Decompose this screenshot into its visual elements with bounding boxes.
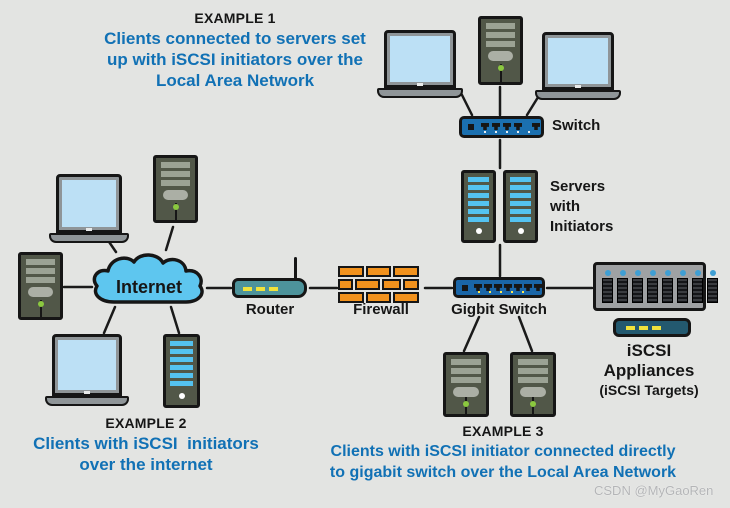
server-icon bbox=[478, 16, 523, 85]
laptop-icon bbox=[377, 30, 463, 98]
server-icon bbox=[443, 352, 489, 417]
initiator-server-icon bbox=[461, 170, 496, 243]
example3-description: Clients with iSCSI initiator connected d… bbox=[329, 443, 677, 481]
laptop-icon bbox=[535, 32, 621, 100]
switch-label: Switch bbox=[552, 117, 601, 134]
switch-icon bbox=[459, 116, 544, 138]
server-icon bbox=[18, 252, 63, 320]
iscsi-appliances-label: iSCSI Appliances bbox=[603, 341, 695, 380]
example3-title: EXAMPLE 3 bbox=[462, 423, 544, 439]
firewall-icon bbox=[338, 266, 421, 303]
example2-title: EXAMPLE 2 bbox=[105, 415, 187, 431]
internet-label: Internet bbox=[115, 277, 182, 297]
example1-caption: EXAMPLE 1 Clients connected to servers s… bbox=[55, 10, 415, 91]
laptop-icon bbox=[49, 174, 129, 243]
router-icon bbox=[232, 257, 307, 298]
internet-cloud-icon bbox=[90, 250, 208, 315]
server-icon bbox=[510, 352, 556, 417]
firewall-label: Firewall bbox=[353, 301, 409, 318]
gigbit-switch-label: Gigbit Switch bbox=[451, 301, 547, 318]
router-label: Router bbox=[245, 301, 295, 318]
example1-title: EXAMPLE 1 bbox=[194, 10, 276, 26]
gigabit-switch-icon bbox=[453, 277, 545, 298]
laptop-icon bbox=[45, 334, 129, 406]
iscsi-appliances-caption: iSCSI Appliances (iSCSI Targets) bbox=[581, 341, 717, 398]
storage-array-icon bbox=[593, 262, 718, 311]
watermark: CSDN @MyGaoRen bbox=[594, 483, 714, 498]
iscsi-targets-label: (iSCSI Targets) bbox=[599, 382, 699, 398]
servers-with-initiators-label: Servers with Initiators bbox=[550, 178, 614, 235]
iscsi-appliance-icon bbox=[613, 318, 691, 337]
example2-caption: EXAMPLE 2 Clients with iSCSI initiators … bbox=[26, 415, 266, 475]
example2-description: Clients with iSCSI initiators over the i… bbox=[33, 434, 259, 474]
example3-caption: EXAMPLE 3 Clients with iSCSI initiator c… bbox=[303, 423, 703, 483]
example1-description: Clients connected to servers set up with… bbox=[104, 29, 366, 90]
initiator-server-icon bbox=[163, 334, 200, 408]
server-icon bbox=[153, 155, 198, 223]
initiator-server-icon bbox=[503, 170, 538, 243]
